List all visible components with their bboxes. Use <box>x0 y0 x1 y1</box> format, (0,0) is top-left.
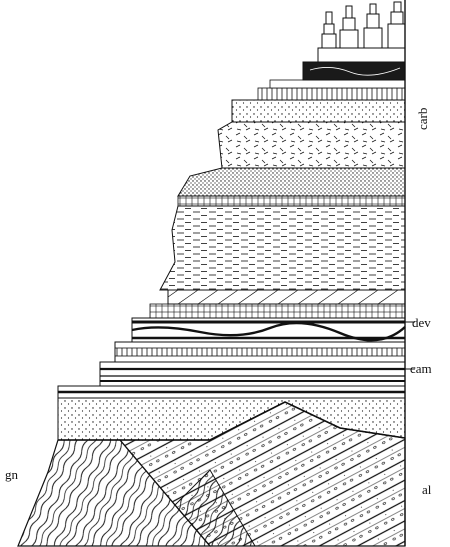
dark-cap-rock <box>303 62 405 80</box>
cambrian-step-2 <box>100 362 405 386</box>
carboniferous-sandstone <box>178 168 405 196</box>
label-dev: dev <box>412 316 431 329</box>
carboniferous-flaky-layer <box>218 122 405 168</box>
label-cam: cam <box>410 362 432 375</box>
label-gn: gn <box>5 468 18 481</box>
upper-sandstone <box>232 100 405 122</box>
top-pinnacles <box>318 2 405 62</box>
hatched-band <box>168 290 405 304</box>
label-al: al <box>422 483 431 496</box>
carboniferous-shale-lower <box>160 206 405 290</box>
label-carb: carb <box>416 108 429 130</box>
